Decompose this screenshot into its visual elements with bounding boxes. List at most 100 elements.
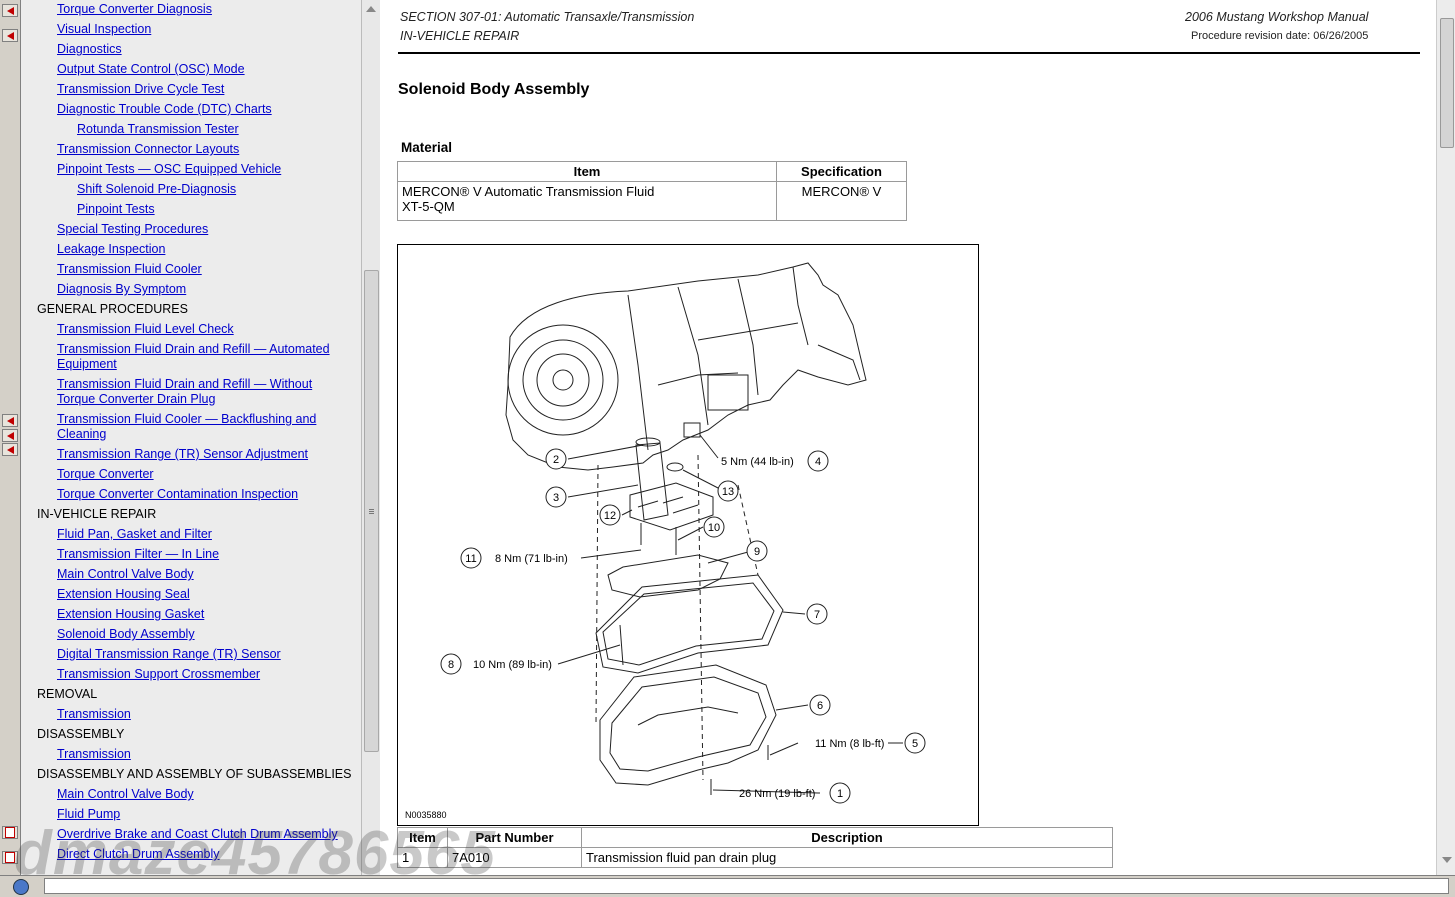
back-arrow-icon[interactable] <box>2 4 18 17</box>
toc-link[interactable]: Transmission Drive Cycle Test <box>57 82 224 97</box>
scroll-thumb[interactable] <box>1440 18 1454 148</box>
toc-link[interactable]: Special Testing Procedures <box>57 222 208 237</box>
toc-link[interactable]: Torque Converter Contamination Inspectio… <box>57 487 298 502</box>
status-bar <box>0 875 1455 897</box>
page-title: Solenoid Body Assembly <box>398 81 590 98</box>
exploded-view-figure: 2 3 4 13 12 10 11 9 7 8 6 5 1 5 Nm (44 l… <box>397 244 979 826</box>
toc-item-label: Pinpoint Tests — OSC Equipped Vehicle <box>57 162 282 176</box>
toc-link[interactable]: Torque Converter <box>57 467 154 482</box>
toc-link[interactable]: Pinpoint Tests <box>77 202 155 217</box>
scroll-thumb[interactable] <box>364 270 379 752</box>
revision-date: Procedure revision date: 06/26/2005 <box>1191 30 1369 42</box>
back-arrow-icon[interactable] <box>2 443 18 456</box>
callout-5 <box>904 732 926 754</box>
toc-link[interactable]: Transmission Fluid Drain and Refill — Au… <box>57 342 330 372</box>
toc-link[interactable]: Torque Converter Diagnosis <box>57 2 212 17</box>
toc-link[interactable]: Fluid Pan, Gasket and Filter <box>57 527 212 542</box>
svg-text:12: 12 <box>604 510 616 522</box>
toc-item-label: Main Control Valve Body <box>57 567 194 581</box>
toc-item-label: Torque Converter Diagnosis <box>57 2 212 16</box>
col-header-spec: Specification <box>776 161 907 182</box>
toc-section-heading: GENERAL PROCEDURES <box>37 302 188 317</box>
callout-1 <box>829 782 851 804</box>
svg-text:1: 1 <box>837 788 843 800</box>
material-table: Item Specification MERCON® V Automatic T… <box>397 161 907 221</box>
toc-item-label: Rotunda Transmission Tester <box>77 122 239 136</box>
toc-link[interactable]: Visual Inspection <box>57 22 151 37</box>
material-label: Material <box>401 140 453 155</box>
toc-item-label: Solenoid Body Assembly <box>57 627 195 641</box>
toc-link[interactable]: Leakage Inspection <box>57 242 165 257</box>
scroll-up-icon[interactable] <box>366 6 376 12</box>
globe-icon <box>13 879 29 895</box>
toc-link[interactable]: Transmission <box>57 707 131 722</box>
toc-item-label: Transmission Support Crossmember <box>57 667 261 681</box>
toc-item-label: Transmission Range (TR) Sensor Adjustmen… <box>57 447 309 461</box>
toc-item-label: Torque Converter <box>57 467 154 481</box>
part-number: 7A010 <box>447 847 582 868</box>
toc-item-label: Diagnosis By Symptom <box>57 282 187 296</box>
toc-link[interactable]: Diagnosis By Symptom <box>57 282 186 297</box>
material-item-line2: XT-5-QM <box>402 199 455 214</box>
toc-link[interactable]: Transmission Fluid Cooler — Backflushing… <box>57 412 316 442</box>
toc-link[interactable]: Transmission Range (TR) Sensor Adjustmen… <box>57 447 308 462</box>
document-icon[interactable] <box>2 826 18 839</box>
material-item-line1: MERCON® V Automatic Transmission Fluid <box>402 184 655 199</box>
toc-link[interactable]: Transmission Connector Layouts <box>57 142 239 157</box>
toc-item-label: Transmission Fluid Level Check <box>57 322 234 336</box>
toc-link[interactable]: Diagnostics <box>57 42 122 57</box>
callout-4 <box>807 450 829 472</box>
toc-item-label: Shift Solenoid Pre-Diagnosis <box>77 182 237 196</box>
toc-link[interactable]: Transmission Fluid Drain and Refill — Wi… <box>57 377 312 407</box>
subsection-header: IN-VEHICLE REPAIR <box>400 29 520 43</box>
toc-link[interactable]: Transmission <box>57 747 131 762</box>
document-pane: SECTION 307-01: Automatic Transaxle/Tran… <box>380 0 1436 875</box>
scroll-down-icon[interactable] <box>1442 857 1452 863</box>
status-field <box>44 878 1449 894</box>
col-header-item: Item <box>397 161 777 182</box>
callout-7 <box>806 603 828 625</box>
toc-link[interactable]: Fluid Pump <box>57 807 120 822</box>
back-arrow-icon[interactable] <box>2 29 18 42</box>
toc-item-label: Transmission Connector Layouts <box>57 142 240 156</box>
toc-link[interactable]: Digital Transmission Range (TR) Sensor <box>57 647 281 662</box>
toc-link[interactable]: Main Control Valve Body <box>57 787 194 802</box>
manual-name: 2006 Mustang Workshop Manual <box>1185 10 1369 24</box>
back-arrow-icon[interactable] <box>2 429 18 442</box>
content-scrollbar[interactable] <box>1436 0 1455 875</box>
toc-link[interactable]: Rotunda Transmission Tester <box>77 122 239 137</box>
toc-link[interactable]: Overdrive Brake and Coast Clutch Drum As… <box>57 827 338 842</box>
toc-item-label: Transmission Fluid Drain and Refill — Wi… <box>57 377 313 391</box>
toc-link[interactable]: Solenoid Body Assembly <box>57 627 195 642</box>
part-item: 1 <box>397 847 448 868</box>
document-icon[interactable] <box>2 851 18 864</box>
toc-link[interactable]: Pinpoint Tests — OSC Equipped Vehicle <box>57 162 281 177</box>
back-arrow-icon[interactable] <box>2 414 18 427</box>
toc-item-label: Transmission Drive Cycle Test <box>57 82 225 96</box>
material-spec: MERCON® V <box>776 181 907 221</box>
toc-link[interactable]: Transmission Filter — In Line <box>57 547 219 562</box>
toc-link[interactable]: Diagnostic Trouble Code (DTC) Charts <box>57 102 272 117</box>
callout-12 <box>599 504 621 526</box>
toc-link[interactable]: Shift Solenoid Pre-Diagnosis <box>77 182 236 197</box>
toc-item-label: Extension Housing Gasket <box>57 607 205 621</box>
toc-scrollbar[interactable] <box>361 0 380 875</box>
toc-link[interactable]: Main Control Valve Body <box>57 567 194 582</box>
toc-link[interactable]: Transmission Fluid Level Check <box>57 322 234 337</box>
toc-link[interactable]: Direct Clutch Drum Assembly <box>57 847 220 862</box>
toc-link[interactable]: Extension Housing Seal <box>57 587 190 602</box>
callout-11 <box>460 547 482 569</box>
toc-item-label: Transmission Fluid Drain and Refill — Au… <box>57 342 330 356</box>
toc-link[interactable]: Transmission Fluid Cooler <box>57 262 202 277</box>
svg-text:11: 11 <box>465 553 476 565</box>
callout-9 <box>746 540 768 562</box>
toc-item-label: Leakage Inspection <box>57 242 166 256</box>
toc-item-label: DISASSEMBLY <box>37 727 125 741</box>
toc-link[interactable]: Extension Housing Gasket <box>57 607 204 622</box>
toc-link[interactable]: Transmission Support Crossmember <box>57 667 260 682</box>
toc-section-heading: REMOVAL <box>37 687 97 702</box>
toc-item-label: Equipment <box>57 357 117 371</box>
toc-link[interactable]: Output State Control (OSC) Mode <box>57 62 245 77</box>
toc-item-label: Visual Inspection <box>57 22 152 36</box>
